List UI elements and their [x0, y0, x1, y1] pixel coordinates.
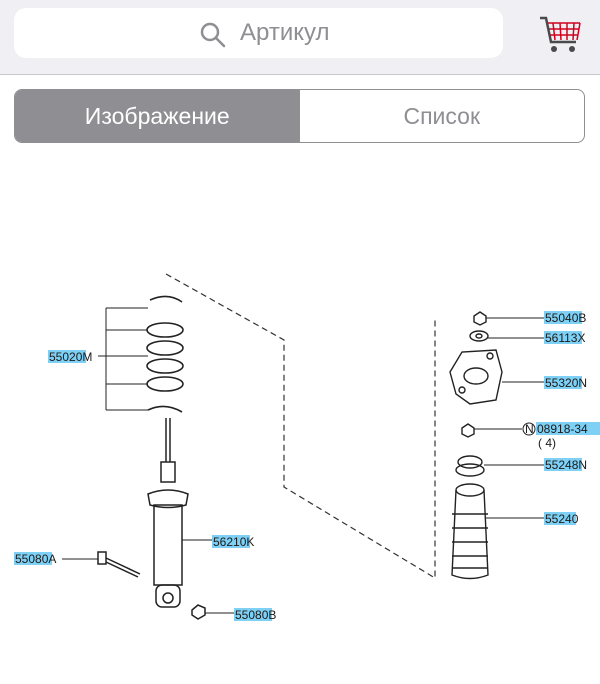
strut-mount — [449, 349, 503, 405]
nut — [191, 604, 206, 620]
washer — [469, 330, 489, 342]
coil-spring — [146, 295, 184, 413]
svg-text:55240: 55240 — [545, 512, 579, 526]
bolt — [97, 551, 141, 578]
view-toggle: Изображение Список — [14, 89, 585, 143]
leader-lines — [98, 307, 148, 411]
dust-boot — [451, 483, 489, 580]
part-label-56210K[interactable]: 56210K — [212, 535, 254, 549]
top-bar — [0, 0, 600, 75]
tab-list[interactable]: Список — [403, 102, 481, 129]
parts-diagram: 55020M 56210K 55080A 55080B 55040B 56113… — [14, 273, 600, 622]
svg-text:55320N: 55320N — [545, 376, 587, 390]
top-nut — [473, 311, 487, 326]
svg-text:08918-34: 08918-34 — [537, 422, 588, 436]
svg-text:55080B: 55080B — [235, 608, 276, 622]
svg-text:N: N — [525, 422, 534, 436]
svg-text:55248N: 55248N — [545, 458, 587, 472]
svg-text:55040B: 55040B — [545, 311, 586, 325]
svg-text:55080A: 55080A — [15, 552, 56, 566]
mount-nut — [461, 423, 475, 438]
part-label-55020M[interactable]: 55020M — [48, 350, 92, 364]
bump-stop — [455, 455, 485, 477]
part-label-55080A[interactable]: 55080A — [14, 552, 56, 566]
qty-label: ( 4) — [538, 436, 556, 450]
search-input[interactable] — [240, 17, 490, 49]
search-icon — [200, 22, 226, 48]
part-label-55080B[interactable]: 55080B — [234, 608, 276, 622]
tab-image[interactable]: Изображение — [15, 90, 300, 142]
shock-absorber — [147, 418, 189, 608]
part-label-55320N[interactable]: 55320N — [544, 376, 587, 390]
part-label-55240[interactable]: 55240 — [544, 512, 579, 526]
svg-text:56113X: 56113X — [545, 331, 586, 345]
part-label-56113X[interactable]: 56113X — [544, 331, 586, 345]
svg-text:56210K: 56210K — [213, 535, 254, 549]
cart-icon[interactable] — [536, 10, 584, 58]
part-label-55040B[interactable]: 55040B — [544, 311, 586, 325]
part-label-55248N[interactable]: 55248N — [544, 458, 587, 472]
part-label-08918-34[interactable]: N 08918-34 ( 4) — [522, 422, 600, 450]
assembly-outline — [165, 273, 436, 580]
svg-text:55020M: 55020M — [49, 350, 92, 364]
search-bar[interactable] — [14, 8, 503, 58]
